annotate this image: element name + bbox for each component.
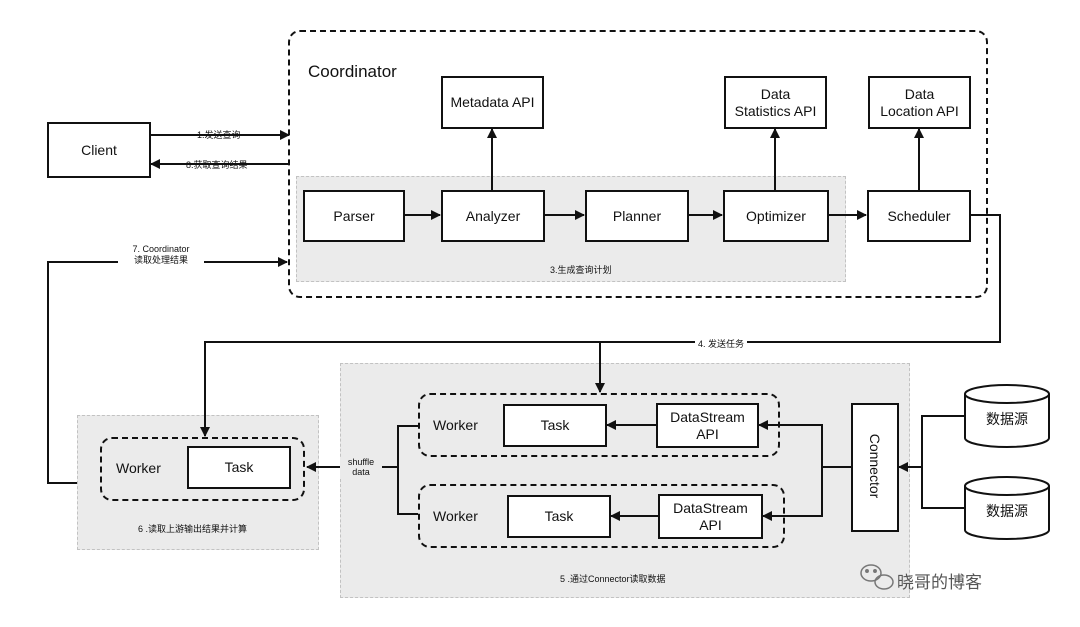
coordinator-title: Coordinator — [308, 62, 397, 81]
wechat-icon — [860, 564, 894, 590]
data-location-line2: Location API — [880, 102, 959, 119]
shuffle-line1: shuffle — [347, 457, 375, 467]
datasource-cylinder-1-top — [964, 384, 1050, 404]
upstream-task-1-box: Task — [503, 404, 607, 447]
planner-label: Planner — [612, 207, 662, 224]
query-plan-caption: 3.生成查询计划 — [550, 265, 612, 275]
planner-box: Planner — [585, 190, 689, 242]
datasource-cylinders — [964, 384, 1050, 540]
data-location-api-box: Data Location API — [868, 76, 971, 129]
client-box: Client — [47, 122, 151, 178]
upstream-task-2-label: Task — [544, 508, 574, 524]
edge-datasource-2 — [921, 467, 965, 509]
coordinator-boundary — [288, 30, 988, 298]
scheduler-label: Scheduler — [887, 207, 951, 224]
coordinator-read-line1: 7. Coordinator — [132, 244, 190, 254]
client-label: Client — [81, 141, 117, 158]
datasource-1-label: 数据源 — [986, 411, 1028, 427]
shuffle-data-label: shuffle data — [340, 457, 382, 477]
datastream-api-2-line2: API — [699, 516, 722, 533]
datastream-api-2-line1: DataStream — [673, 499, 748, 516]
get-results-label: 8.获取查询结果 — [186, 160, 248, 170]
upstream-stage-region — [340, 363, 910, 598]
optimizer-label: Optimizer — [746, 207, 806, 224]
edge-connector-api-2 — [762, 467, 823, 521]
edge-send-task — [200, 214, 1001, 437]
datasource-cylinder-2-top — [964, 476, 1050, 496]
metadata-api-box: Metadata API — [441, 76, 544, 129]
upstream-worker-1-label: Worker — [433, 417, 478, 433]
scheduler-box: Scheduler — [867, 190, 971, 242]
coordinator-read-line2: 读取处理结果 — [133, 255, 188, 265]
upstream-task-1-label: Task — [540, 417, 570, 433]
datastream-api-1-line1: DataStream — [670, 408, 745, 425]
coordinator-read-label: 7. Coordinator 读取处理结果 — [118, 244, 204, 266]
watermark-text: 晓哥的博客 — [897, 573, 982, 592]
upstream-worker-2-label: Worker — [433, 508, 478, 524]
data-statistics-line2: Statistics API — [734, 102, 817, 119]
upstream-caption: 5 .通过Connector读取数据 — [560, 574, 666, 584]
data-statistics-line1: Data — [760, 85, 791, 102]
analyzer-box: Analyzer — [441, 190, 545, 242]
shuffle-line2: data — [352, 467, 370, 477]
worker-group-downstream — [100, 437, 305, 501]
datastream-api-1-line2: API — [696, 425, 719, 442]
datasource-cylinder-2 — [964, 486, 1050, 540]
datasource-2-label: 数据源 — [986, 503, 1028, 519]
analyzer-label: Analyzer — [465, 207, 521, 224]
connector-label: Connector — [867, 433, 883, 499]
datastream-api-2-box: DataStream API — [658, 494, 763, 539]
downstream-task-label: Task — [224, 459, 254, 475]
parser-box: Parser — [303, 190, 405, 242]
datastream-api-1-box: DataStream API — [656, 403, 759, 448]
downstream-worker-label: Worker — [116, 460, 161, 476]
edge-shuffle — [397, 425, 418, 515]
downstream-caption: 6 .读取上游输出结果并计算 — [138, 524, 248, 534]
edge-connector-api-1 — [758, 420, 851, 468]
data-location-line1: Data — [904, 85, 935, 102]
edge-datasource-1 — [898, 415, 965, 472]
datasource-cylinder-1 — [964, 394, 1050, 448]
upstream-task-2-box: Task — [507, 495, 611, 538]
metadata-api-label: Metadata API — [450, 94, 535, 110]
downstream-task-box: Task — [187, 446, 291, 489]
connector-box — [851, 403, 899, 532]
parser-label: Parser — [333, 207, 375, 224]
send-query-label: 1.发送查询 — [197, 130, 241, 140]
optimizer-box: Optimizer — [723, 190, 829, 242]
send-task-label: 4. 发送任务 — [695, 337, 748, 350]
data-statistics-api-box: Data Statistics API — [724, 76, 827, 129]
